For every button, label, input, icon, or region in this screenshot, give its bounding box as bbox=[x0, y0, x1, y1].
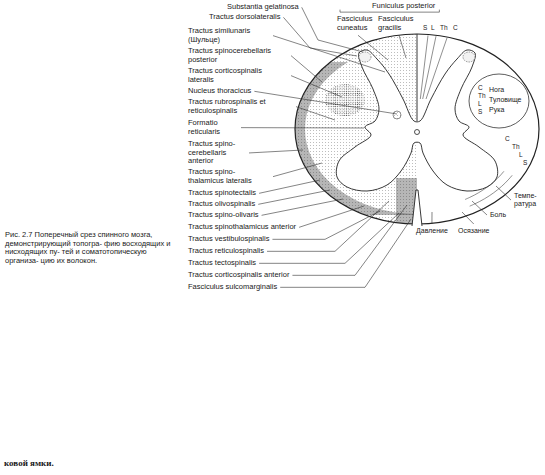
body-part-label: Рука bbox=[489, 106, 504, 114]
page-fragment: ковой ямки. bbox=[4, 458, 54, 468]
tract-label: Tractus spinothalamicus anterior bbox=[188, 223, 296, 232]
sensation-label: Осязание bbox=[458, 227, 490, 235]
sensation-label: Темпе- ратура bbox=[514, 192, 544, 208]
segment-letter: L bbox=[478, 100, 482, 107]
leader-line bbox=[254, 91, 397, 114]
leader-line bbox=[472, 201, 487, 215]
tract-label: Tractus vestibulospinalis bbox=[188, 235, 269, 244]
lamination-line bbox=[426, 38, 447, 99]
leader-line bbox=[399, 35, 406, 58]
lamination-line bbox=[420, 35, 428, 99]
body-part-label: Нога bbox=[489, 86, 504, 94]
segment-letter: Th bbox=[440, 24, 448, 31]
tract-label: Tractus reticulospinalis bbox=[188, 247, 264, 256]
segment-letter: L bbox=[431, 24, 435, 31]
tract-label: Tractus olivospinalis bbox=[188, 200, 255, 209]
tract-label: Tractus spinotectalis bbox=[188, 189, 256, 198]
tract-label: Tractus dorsolateralis bbox=[209, 13, 280, 22]
segment-letter: Th bbox=[512, 143, 520, 150]
tract-label: Tractus similunaris (Шульце) bbox=[188, 27, 270, 44]
sensation-label: Давление bbox=[416, 227, 448, 235]
leader-line bbox=[296, 107, 335, 120]
segment-letter: S bbox=[478, 108, 482, 115]
segment-letter: C bbox=[478, 84, 483, 91]
tract-label: Tractus spino- cerebellaris anterior bbox=[188, 140, 246, 166]
region-label: Formatio reticularis bbox=[188, 119, 238, 136]
leader-line bbox=[358, 35, 388, 60]
leader-line bbox=[291, 76, 342, 97]
leader-line bbox=[258, 190, 330, 204]
segment-letter: L bbox=[519, 151, 523, 158]
nucleus-label: Nucleus thoracicus bbox=[188, 87, 251, 96]
region-label: Fasciculus cuneatus bbox=[337, 15, 379, 32]
body-part-label: Туловище bbox=[489, 96, 522, 104]
tract-label: Tractus spino- thalamicus lateralis bbox=[188, 168, 270, 185]
tract-label: Tractus tectospinalis bbox=[188, 259, 256, 268]
leader-line bbox=[259, 213, 399, 263]
leader-line bbox=[462, 212, 474, 224]
tract-label: Tractus corticospinalis lateralis bbox=[188, 67, 288, 84]
substantia-gelatinosa-cap bbox=[359, 52, 371, 62]
corticospinal-oval bbox=[469, 74, 529, 128]
nucleus-thoracicus bbox=[393, 111, 401, 119]
leader-line bbox=[262, 199, 343, 215]
leader-line bbox=[280, 219, 411, 287]
segment-letter: Th bbox=[478, 92, 486, 99]
region-label: Fasciculus gracilis bbox=[378, 15, 420, 32]
region-label: Funiculus posterior bbox=[372, 2, 435, 11]
tract-label: Tractus corticospinalis anterior bbox=[188, 271, 289, 280]
segment-letter: S bbox=[523, 159, 527, 166]
lamination-arc bbox=[465, 171, 504, 199]
central-canal bbox=[415, 130, 420, 135]
leader-line bbox=[259, 180, 320, 193]
leader-line bbox=[273, 163, 322, 177]
leader-line bbox=[292, 205, 407, 275]
lamination-arc bbox=[470, 175, 512, 206]
tract-label: Tractus rubrospinalis et reticulospinali… bbox=[188, 98, 293, 115]
substantia-gelatinosa-cap bbox=[463, 52, 475, 62]
anterior-fissure bbox=[412, 190, 422, 226]
segment-letter: S bbox=[423, 24, 427, 31]
leader-line bbox=[273, 36, 385, 72]
leader-line bbox=[496, 186, 511, 200]
figure-caption: Рис. 2.7 Поперечный срез спинного мозга,… bbox=[5, 231, 173, 266]
tract-label: Tractus spinocerebellaris posterior bbox=[188, 47, 288, 64]
segment-letter: C bbox=[453, 24, 458, 31]
leader-line bbox=[431, 212, 432, 224]
leader-line bbox=[241, 127, 364, 128]
segment-letter: C bbox=[505, 135, 510, 142]
corticospinal-area bbox=[325, 84, 365, 116]
tract-label: Tractus spino-olivaris bbox=[188, 211, 259, 220]
posterior-septum bbox=[417, 34, 418, 121]
tract-label: Substantia gelatinosa bbox=[227, 3, 299, 12]
leader-line bbox=[291, 56, 322, 82]
sensation-label: Боль bbox=[490, 211, 506, 219]
leader-line bbox=[249, 150, 303, 153]
tract-label: Fasciculus sulcomarginalis bbox=[188, 283, 277, 292]
